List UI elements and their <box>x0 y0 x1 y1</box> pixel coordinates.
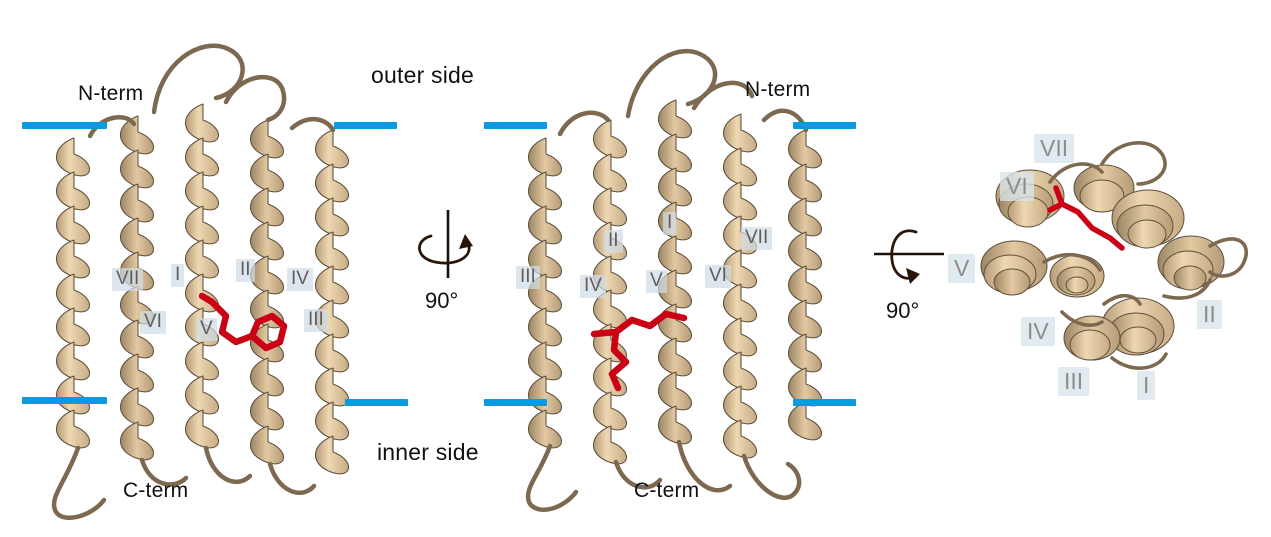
rotation-vertical-axis-icon <box>418 210 473 278</box>
panel-side-view-rotated <box>498 14 868 524</box>
rotation-2-angle: 90° <box>886 298 920 323</box>
helix-label-mid-V: V <box>646 270 667 293</box>
label-inner-side: inner side <box>377 439 479 465</box>
membrane-bar-outer-mid-left <box>484 122 547 129</box>
label-c-term-left: C-term <box>123 479 189 502</box>
helix-label-top-II: II <box>1197 300 1222 330</box>
helix-label-left-VII: VII <box>112 268 144 291</box>
helix-label-top-I: I <box>1137 371 1156 401</box>
label-outer-side: outer side <box>371 62 475 88</box>
panel-top-view <box>952 126 1252 396</box>
helix-label-mid-IV: IV <box>580 275 606 298</box>
helix-label-mid-VI: VI <box>705 265 731 288</box>
membrane-bar-inner-left-inner <box>345 399 408 406</box>
label-n-term-middle: N-term <box>745 78 811 101</box>
ribbon-diagram-top-view <box>980 141 1248 370</box>
membrane-bar-outer-left-outer <box>22 122 107 129</box>
helix-label-left-V: V <box>196 318 217 341</box>
helix-label-top-V: V <box>948 254 976 284</box>
membrane-bar-outer-left-inner <box>334 122 397 129</box>
helix-label-mid-I: I <box>663 212 677 235</box>
label-n-term-left: N-term <box>78 82 144 105</box>
rotation-horizontal-axis-icon <box>874 229 944 284</box>
helix-label-mid-III: III <box>516 266 540 289</box>
ribbon-diagram-side-rotated <box>525 48 822 512</box>
helix-label-mid-VII: VII <box>741 227 773 250</box>
helix-label-top-IV: IV <box>1021 317 1055 347</box>
helix-label-left-VI: VI <box>140 311 166 334</box>
membrane-bar-inner-mid-left <box>484 399 547 406</box>
label-c-term-middle: C-term <box>634 479 700 502</box>
membrane-bar-inner-left-outer <box>22 397 107 404</box>
helix-label-top-VII: VII <box>1034 134 1075 164</box>
helix-label-mid-II: II <box>604 230 623 253</box>
membrane-bar-outer-mid-right <box>793 122 856 129</box>
rotation-1-angle: 90° <box>425 288 459 313</box>
helix-label-left-I: I <box>171 264 185 287</box>
helix-label-left-II: II <box>236 259 255 282</box>
membrane-bar-inner-mid-right <box>793 399 856 406</box>
helix-label-top-VI: VI <box>1000 172 1034 202</box>
helix-label-top-III: III <box>1058 367 1090 397</box>
helix-label-left-III: III <box>304 309 328 332</box>
helix-label-left-IV: IV <box>287 268 313 291</box>
